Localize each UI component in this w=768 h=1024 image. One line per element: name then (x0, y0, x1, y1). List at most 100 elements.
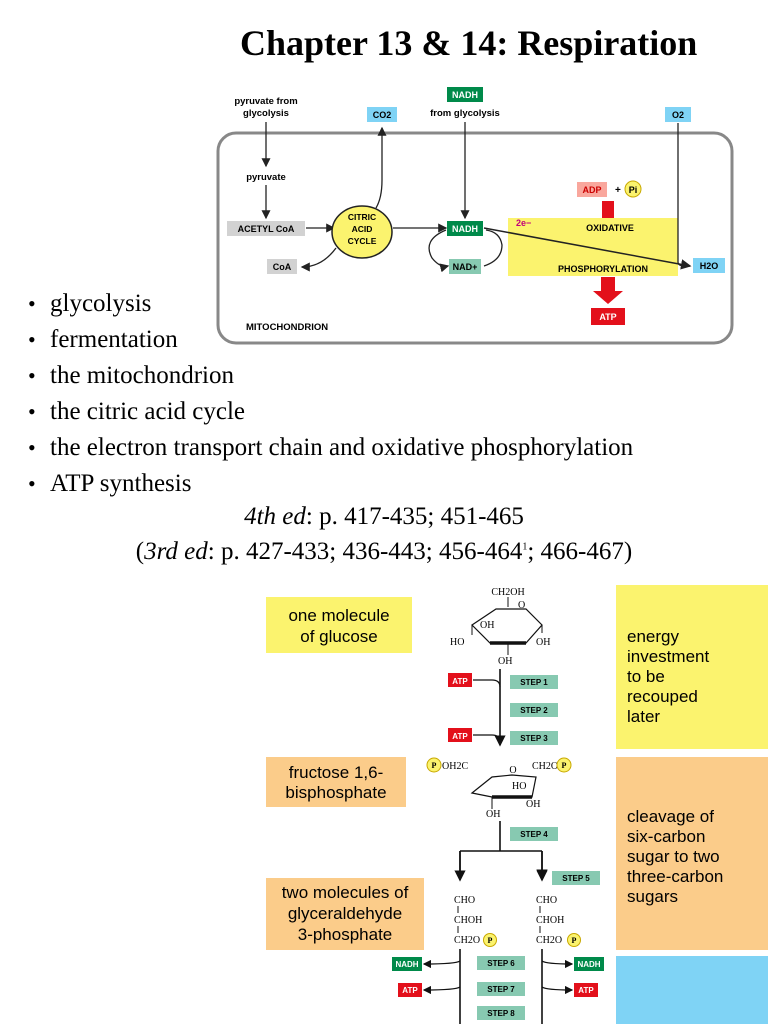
svg-text:P: P (488, 936, 493, 945)
o2-box (665, 107, 691, 122)
svg-text:CHO: CHO (454, 895, 475, 906)
fructose-label-box (266, 757, 406, 807)
cleavage-text-2: six-carbon (627, 827, 705, 846)
glucose-label-box (266, 597, 412, 653)
reference-3rd-edition: (3rd ed: p. 427-433; 436-443; 456-4641; … (135, 538, 633, 565)
investment-text-2: investment (627, 647, 709, 666)
investment-text-4: recouped (627, 687, 698, 706)
acetyl-coa-box (227, 221, 305, 236)
citric-cycle-label-1: CITRIC (348, 212, 376, 222)
page-title: Chapter 13 & 14: Respiration (240, 23, 698, 63)
coa-box (267, 259, 297, 274)
investment-text-1: energy (627, 627, 679, 646)
step-4 (510, 827, 558, 841)
svg-text:HO: HO (512, 781, 526, 792)
list-item: •the citric acid cycle (28, 398, 246, 425)
investment-panel (616, 585, 768, 749)
atp-input-2 (448, 728, 472, 742)
svg-text:HO: HO (450, 637, 464, 648)
investment-text-5: later (627, 707, 660, 726)
citric-cycle-label-2: ACID (352, 224, 373, 234)
pyruvate-label: pyruvate (246, 172, 286, 183)
pyruvate-from-glycolysis-label: pyruvate from (234, 96, 297, 107)
cleavage-text-5: sugars (627, 887, 678, 906)
step-6 (477, 956, 525, 970)
atp-output-left (398, 983, 422, 997)
svg-text:STEP 3: STEP 3 (520, 734, 548, 743)
fructose-structure: P OH2C O CH2O P HO OH OH (426, 757, 572, 820)
svg-text:NADH: NADH (395, 960, 418, 969)
citric-cycle-label-3: CYCLE (348, 236, 377, 246)
svg-text:CH2OH: CH2OH (491, 587, 524, 598)
oxidative-label: OXIDATIVE (586, 223, 634, 233)
svg-text:CHOH: CHOH (454, 915, 482, 926)
glucose-label-2: of glucose (300, 627, 378, 646)
co2-label: CO2 (373, 110, 392, 120)
pyruvate-from-glycolysis-label-2: glycolysis (243, 108, 289, 119)
plus-label: + (615, 185, 621, 196)
step-3 (510, 731, 558, 745)
cleavage-text-3: sugar to two (627, 847, 720, 866)
list-item: •fermentation (28, 326, 178, 353)
two-electrons-label: 2e− (516, 218, 531, 228)
step-7 (477, 982, 525, 996)
svg-text:STEP 5: STEP 5 (562, 874, 590, 883)
nadh-output-left (392, 957, 422, 971)
svg-text:OH: OH (536, 637, 550, 648)
svg-text:ATP: ATP (402, 986, 418, 995)
reference-4th-edition: 4th ed: p. 417-435; 451-465 (244, 503, 524, 530)
g3p-label-3: 3-phosphate (298, 925, 393, 944)
g3p-label-box (266, 878, 424, 950)
coa-label: CoA (273, 262, 292, 272)
svg-text:OH: OH (480, 620, 494, 631)
svg-text:ATP: ATP (578, 986, 594, 995)
pi-label: Pi (629, 185, 638, 195)
svg-text:O: O (518, 600, 525, 611)
nadh-mid-box (447, 221, 483, 236)
atp-input-1 (448, 673, 472, 687)
cleavage-panel (616, 757, 768, 950)
svg-text:STEP 1: STEP 1 (520, 678, 548, 687)
step-2 (510, 703, 558, 717)
adp-down-bar (602, 201, 614, 218)
mitochondrion-label: MITOCHONDRION (246, 322, 328, 333)
svg-text:P: P (432, 761, 437, 770)
svg-text:CH2O: CH2O (454, 935, 480, 946)
svg-text:NADH: NADH (577, 960, 600, 969)
svg-text:OH: OH (498, 656, 512, 667)
list-item: •ATP synthesis (28, 470, 192, 497)
svg-text:STEP 7: STEP 7 (487, 985, 515, 994)
svg-text:CHO: CHO (536, 895, 557, 906)
svg-text:STEP 8: STEP 8 (487, 1009, 515, 1018)
nadh-top-label: NADH (452, 90, 478, 100)
svg-text:ATP: ATP (452, 677, 468, 686)
cleavage-text-4: three-carbon (627, 867, 723, 886)
svg-text:STEP 4: STEP 4 (520, 830, 548, 839)
svg-text:O: O (509, 765, 516, 776)
step-8 (477, 1006, 525, 1020)
atp-arrow (593, 277, 623, 304)
g3p-structure-left: CHO CHOH CH2O P (454, 895, 497, 947)
mitochondrion-diagram: pyruvate from glycolysis CO2 NADH from g… (216, 87, 734, 345)
svg-text:STEP 2: STEP 2 (520, 706, 548, 715)
g3p-label-2: glyceraldehyde (288, 904, 402, 923)
svg-text:OH: OH (526, 799, 540, 810)
acetyl-coa-label: ACETYL CoA (238, 224, 295, 234)
phosphorylation-label: PHOSPHORYLATION (558, 264, 648, 274)
svg-text:CH2O: CH2O (532, 761, 558, 772)
oxidative-phosphorylation-band (508, 218, 678, 276)
nad-plus-label: NAD+ (453, 262, 478, 272)
h2o-box (693, 258, 725, 273)
g3p-label-1: two molecules of (282, 883, 409, 902)
glucose-label-1: one molecule (288, 606, 389, 625)
list-item: •glycolysis (28, 290, 152, 317)
svg-text:P: P (562, 761, 567, 770)
step-5 (552, 871, 600, 885)
investment-text-3: to be (627, 667, 665, 686)
citric-acid-cycle (331, 205, 393, 259)
atp-box (591, 308, 625, 325)
glycolysis-diagram: one molecule of glucose fructose 1,6- bi… (266, 585, 768, 1024)
step-1 (510, 675, 558, 689)
nadh-top-box (447, 87, 483, 102)
svg-text:STEP 6: STEP 6 (487, 959, 515, 968)
